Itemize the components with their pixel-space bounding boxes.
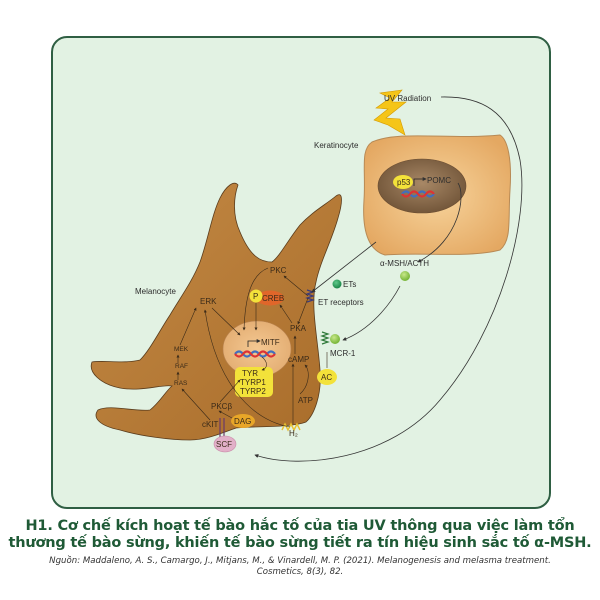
pathway-diagram: p53 POMC UV Radiation Keratinocyte MITF … (90, 89, 523, 462)
atp-label: ATP (298, 396, 313, 405)
caption-line-1: H1. Cơ chế kích hoạt tế bào hắc tố của t… (25, 518, 575, 534)
ac-marker (317, 369, 337, 385)
figure-source: Nguồn: Maddaleno, A. S., Camargo, J., Mi… (0, 556, 600, 578)
tyr-enzymes-box (235, 367, 273, 397)
pka-label: PKA (290, 324, 307, 333)
mcr1-label: MCR-1 (330, 349, 356, 358)
keratinocyte-nucleus (377, 158, 467, 214)
keratinocyte-label: Keratinocyte (314, 141, 359, 150)
scf-marker (213, 435, 237, 453)
melanocyte-cell (90, 182, 342, 441)
p53-label: p53 (397, 178, 411, 187)
h2-label: H₂ (289, 429, 298, 438)
ets-ligand (332, 279, 342, 289)
phosphate-marker (249, 289, 263, 303)
dag-label: DAG (234, 417, 251, 426)
pomc-label: POMC (427, 176, 451, 185)
external-signal-arrows (254, 96, 523, 462)
raf-label: RAF (175, 363, 188, 370)
tyrp2-label: TYRP2 (240, 387, 266, 396)
scf-label: SCF (216, 440, 232, 449)
figure-caption: H1. Cơ chế kích hoạt tế bào hắc tố của t… (0, 518, 600, 552)
erk-label: ERK (200, 297, 217, 306)
melanocyte-label: Melanocyte (135, 287, 176, 296)
ac-label: AC (321, 373, 332, 382)
caption-line-2: thương tế bào sừng, khiến tế bào sừng ti… (8, 535, 592, 551)
mitf-label: MITF (261, 338, 280, 347)
tyr-label: TYR (242, 369, 258, 378)
dag-marker (231, 414, 255, 428)
source-line-2: Cosmetics, 8(3), 82. (256, 567, 344, 577)
source-line-1: Nguồn: Maddaleno, A. S., Camargo, J., Mi… (49, 556, 551, 566)
et-receptors-label: ET receptors (318, 298, 364, 307)
pkcb-label: PKCβ (211, 402, 232, 411)
internal-pathway-arrows (176, 267, 328, 428)
creb-label: CREB (262, 294, 284, 303)
uv-radiation-label: UV Radiation (384, 94, 431, 103)
ckit-label: cKIT (202, 420, 219, 429)
uv-lightning-icon (373, 89, 407, 136)
p53-marker (393, 175, 413, 189)
figure-frame: p53 POMC UV Radiation Keratinocyte MITF … (51, 36, 551, 509)
msh-acth-ligand (400, 271, 410, 281)
msh-acth-label: α-MSH/ACTH (380, 259, 429, 268)
camp-label: cAMP (288, 355, 309, 364)
creb-marker (256, 290, 284, 306)
ras-label: RAS (174, 380, 188, 387)
phosphate-label: P (253, 292, 258, 301)
tyrp1-label: TYRP1 (240, 378, 266, 387)
ets-label: ETs (343, 280, 356, 289)
mek-label: MEK (174, 346, 189, 353)
msh-bound-ligand (330, 334, 340, 344)
pkc-label: PKC (270, 266, 287, 275)
